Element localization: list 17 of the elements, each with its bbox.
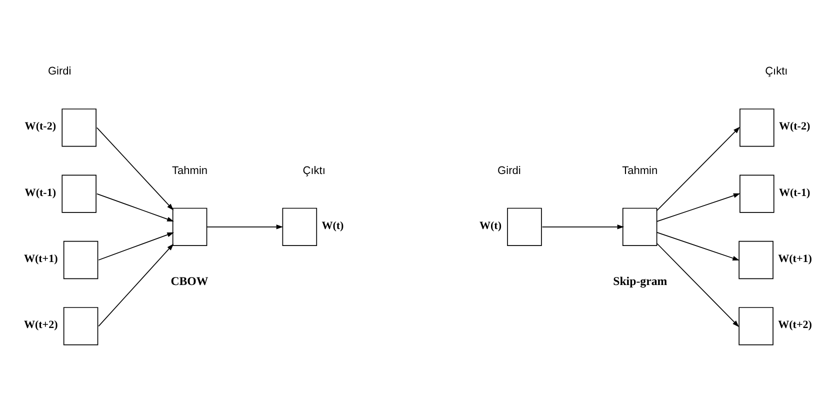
label: Girdi [48,66,72,78]
node-label: W(t+1) [778,253,812,266]
node-label: W(t-1) [24,186,56,199]
node-label: W(t-2) [778,120,810,133]
node-label: W(t) [322,220,344,232]
label: Çıktı [302,164,326,177]
node-label: W(t-1) [778,186,810,199]
node-label: W(t+2) [24,319,58,332]
label: CBOW [170,274,208,288]
node-label: W(t) [480,220,502,232]
label: Skip-gram [613,274,668,288]
node-label: W(t-2) [24,120,56,133]
label: Tahmin [172,164,208,177]
node-label: W(t+1) [24,253,58,266]
label: Girdi [498,164,521,177]
label: Tahmin [622,164,658,177]
node-label: W(t+2) [778,319,812,332]
